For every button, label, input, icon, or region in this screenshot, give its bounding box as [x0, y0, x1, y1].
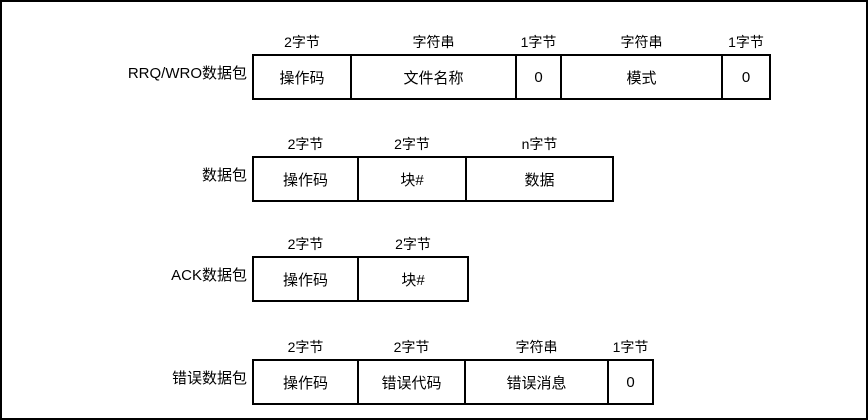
field-size-label: 字符串 — [515, 339, 558, 355]
field-size-label: 2字节 — [394, 136, 430, 152]
field-name-label: 操作码 — [279, 69, 325, 87]
packet-field: 1字节 0 — [723, 35, 769, 98]
field-name-label: 块# — [401, 271, 425, 289]
packet-field: n字节数据 — [467, 137, 612, 200]
packet-field: 字符串错误消息 — [466, 340, 609, 403]
field-name-label: 0 — [534, 68, 543, 86]
field-name-label: 错误代码 — [381, 374, 442, 392]
packet-field: 1字节 0 — [609, 340, 652, 403]
packet-field: 2字节操作码 — [254, 35, 352, 98]
packet-row-label: 错误数据包 — [171, 370, 247, 387]
packet-row-label: ACK数据包 — [171, 267, 247, 284]
packet-field: 2字节块# — [359, 137, 467, 200]
packet-field: 字符串模式 — [562, 35, 723, 98]
packet-field: 字符串文件名称 — [352, 35, 517, 98]
packet-row-label: 数据包 — [201, 167, 247, 184]
field-name-label: 模式 — [626, 69, 657, 87]
packet-field: 2字节块# — [359, 237, 467, 300]
field-name-label: 数据 — [524, 171, 555, 189]
field-size-label: 2字节 — [393, 339, 430, 355]
field-size-label: 1字节 — [520, 34, 557, 50]
packet-field: 2字节错误代码 — [359, 340, 466, 403]
field-name-label: 块# — [400, 171, 424, 189]
field-name-label: 操作码 — [282, 271, 328, 289]
packet-field: 2字节操作码 — [254, 340, 359, 403]
packet-field: 2字节操作码 — [254, 137, 359, 200]
packet-row-label: RRQ/WRO数据包 — [127, 65, 247, 82]
field-size-label: 字符串 — [412, 34, 455, 50]
field-name-label: 操作码 — [282, 374, 328, 392]
field-name-label: 0 — [741, 68, 751, 86]
field-size-label: 1字节 — [612, 339, 649, 355]
field-name-label: 错误消息 — [506, 374, 567, 392]
field-size-label: 字符串 — [620, 34, 663, 50]
field-name-label: 操作码 — [282, 171, 328, 189]
field-size-label: 2字节 — [287, 136, 324, 152]
field-name-label: 文件名称 — [403, 69, 464, 87]
field-size-label: 2字节 — [287, 339, 324, 355]
field-size-label: 2字节 — [284, 34, 320, 50]
field-size-label: n字节 — [521, 136, 558, 152]
packet-field: 1字节 0 — [517, 35, 562, 98]
field-size-label: 2字节 — [395, 236, 431, 252]
packet-field: 2字节操作码 — [254, 237, 359, 300]
field-size-label: 1字节 — [728, 34, 764, 50]
field-size-label: 2字节 — [287, 236, 324, 252]
field-name-label: 0 — [626, 373, 635, 391]
